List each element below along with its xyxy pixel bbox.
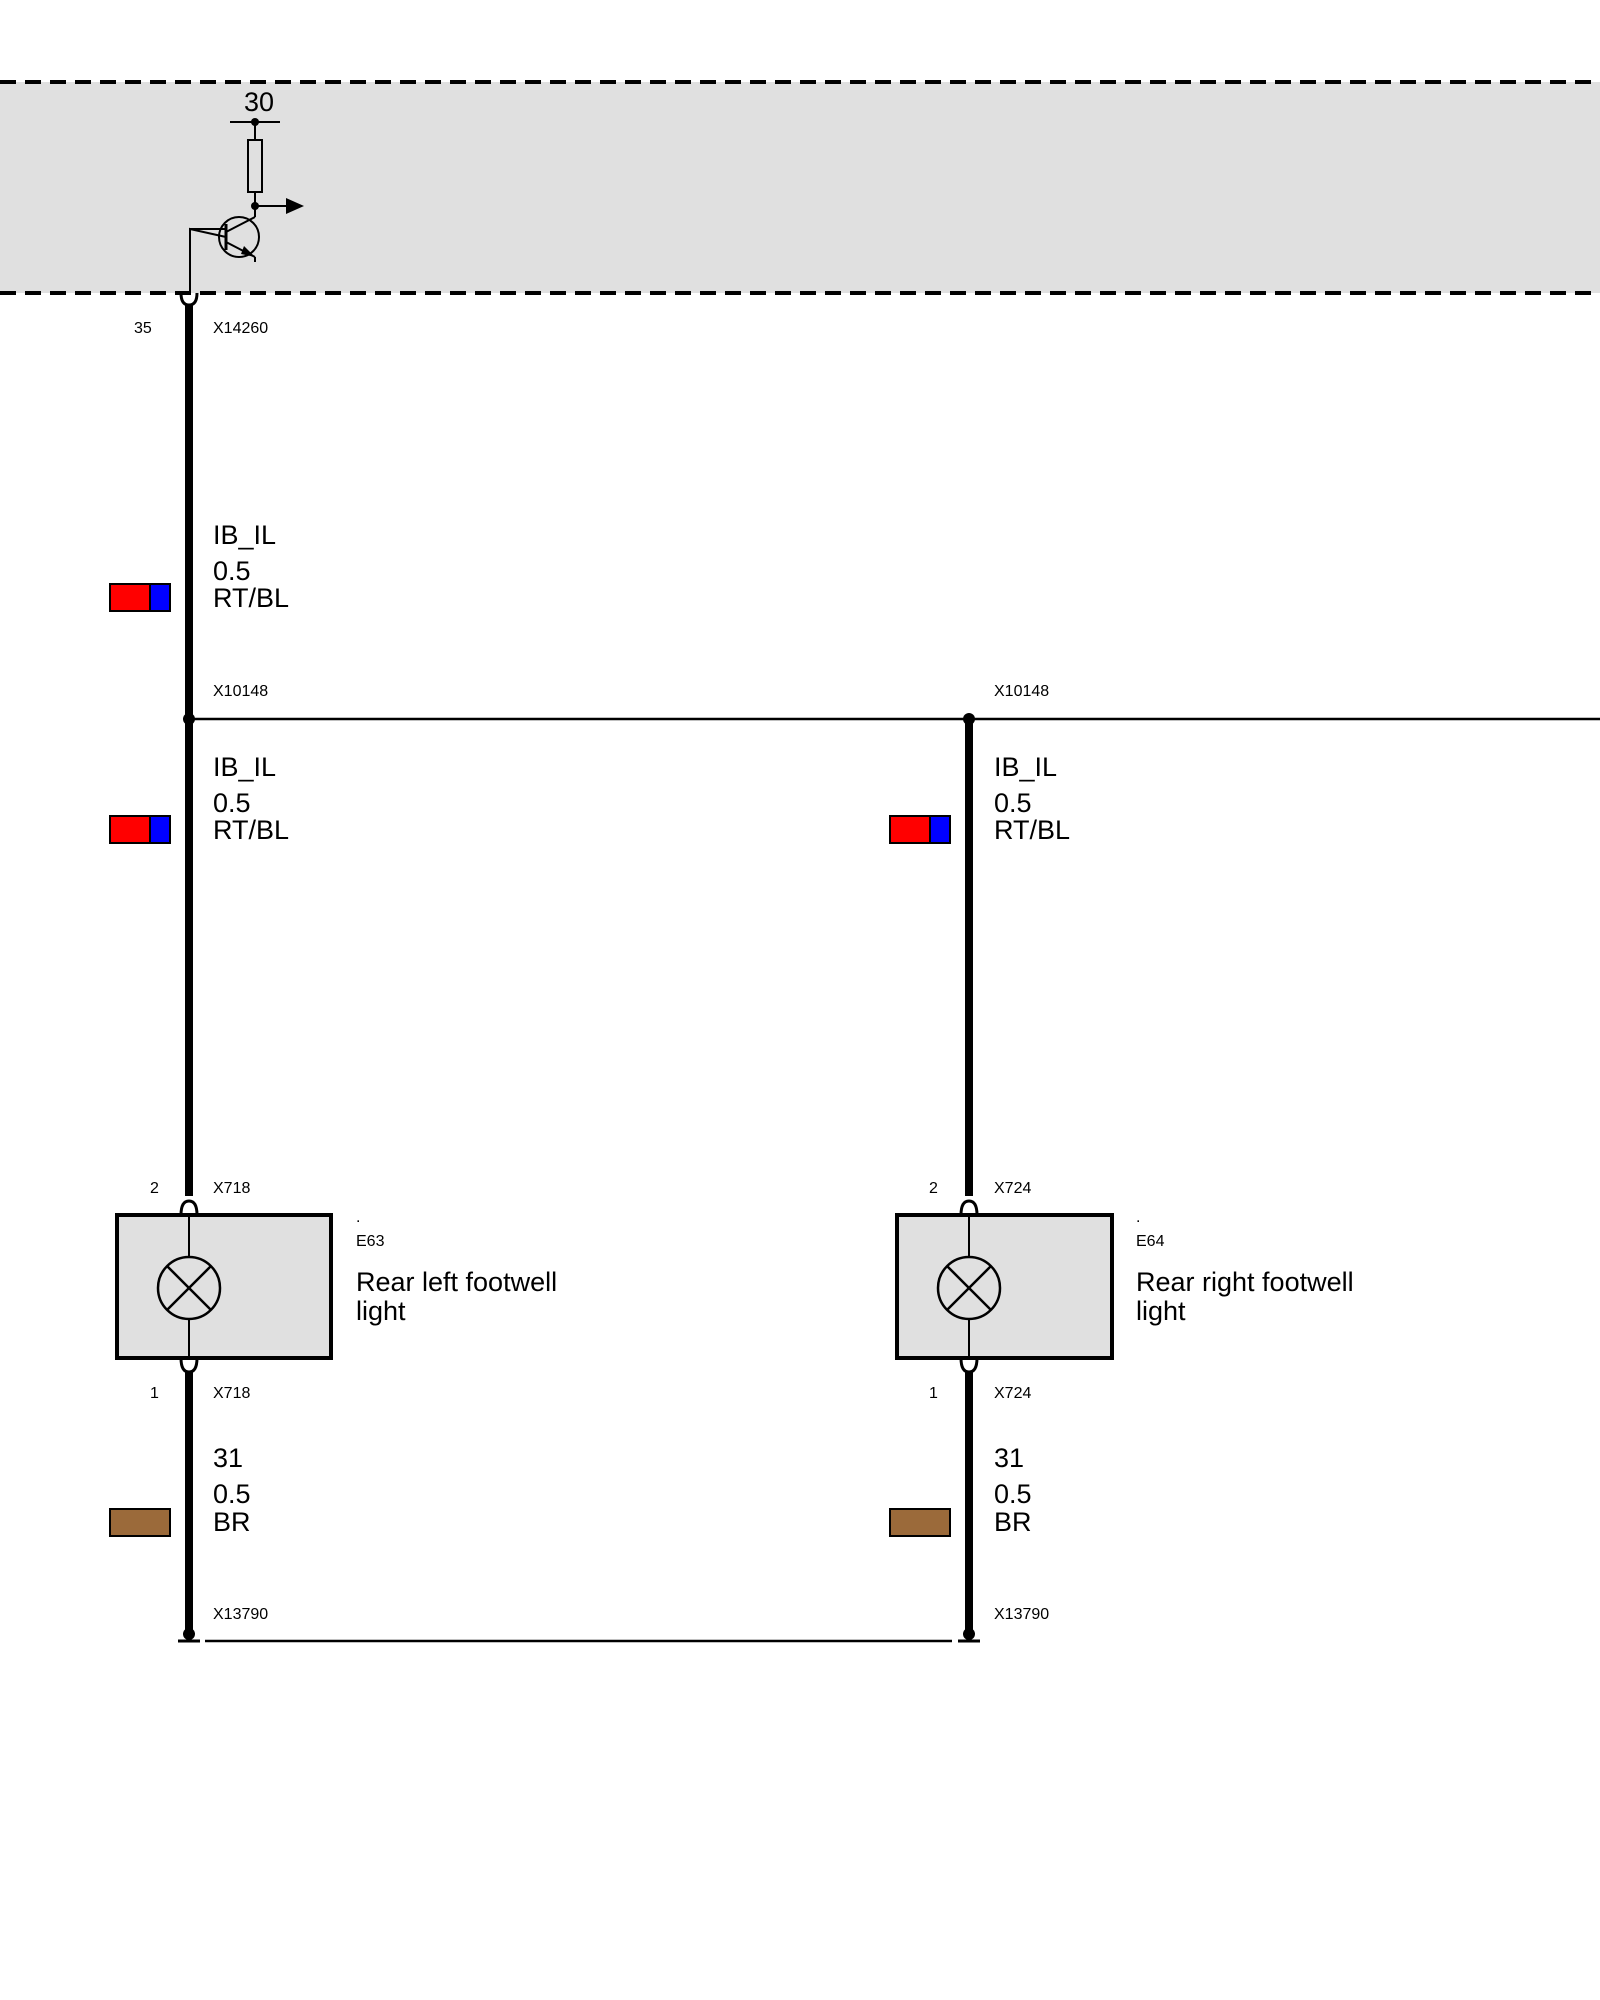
- branch-right: IB_IL 0.5 RT/BL 2 X724 . E64 Rear right …: [889, 719, 1354, 1643]
- branch-right-bottom-pin: 1: [929, 1385, 938, 1402]
- branch-left-bottom-connector: X718: [213, 1385, 250, 1402]
- splice-right-label: X10148: [994, 683, 1049, 700]
- branch-right-top-connector-symbol: [959, 1199, 979, 1216]
- branch-left-ground-size: 0.5: [213, 1479, 251, 1509]
- branch-left-component-id: E63: [356, 1233, 385, 1250]
- branch-right-component-dot: .: [1136, 1209, 1140, 1226]
- branch-right-ground-terminal-icon: [958, 1628, 980, 1643]
- branch-left-component-name-line1: Rear left footwell: [356, 1267, 557, 1297]
- branch-right-ground-connector: X13790: [994, 1606, 1049, 1623]
- branch-right-ground-signal: 31: [994, 1443, 1024, 1473]
- branch-right-component-name-line1: Rear right footwell: [1136, 1267, 1354, 1297]
- branch-left-wire-color-code: RT/BL: [213, 815, 289, 845]
- output-pin-number: 35: [134, 320, 152, 337]
- output-connector-label: X14260: [213, 320, 268, 337]
- branch-right-wire-color-code: RT/BL: [994, 815, 1070, 845]
- feed-wire-color-swatch: [109, 583, 171, 612]
- rear-left-footwell-light-box: [115, 1213, 333, 1360]
- branch-left-top-pin: 2: [150, 1180, 159, 1197]
- branch-left-top-connector: X718: [213, 1180, 250, 1197]
- rear-right-footwell-light-box: [895, 1213, 1114, 1360]
- control-module: 30: [0, 80, 1600, 295]
- feed-wire-color-code: RT/BL: [213, 583, 289, 613]
- branch-right-ground-size: 0.5: [994, 1479, 1032, 1509]
- feed-wire-size: 0.5: [213, 556, 251, 586]
- branch-right-component-name-line2: light: [1136, 1296, 1186, 1326]
- branch-left-component-dot: .: [356, 1209, 360, 1226]
- branch-left-component-name-line2: light: [356, 1296, 406, 1326]
- branch-left-top-connector-symbol: [179, 1199, 199, 1216]
- transistor-icon: [189, 206, 260, 293]
- branch-left-wire-color-swatch: [109, 815, 171, 844]
- branch-left-ground-connector: X13790: [213, 1606, 268, 1623]
- branch-left-wire-signal: IB_IL: [213, 752, 276, 782]
- branch-left-bottom-connector-symbol: [179, 1357, 199, 1374]
- branch-right-component-id: E64: [1136, 1233, 1165, 1250]
- branch-right-ground-color-code: BR: [994, 1507, 1032, 1537]
- branch-left-ground-signal: 31: [213, 1443, 243, 1473]
- branch-right-ground-color-swatch: [889, 1508, 951, 1537]
- branch-right-wire-size: 0.5: [994, 788, 1032, 818]
- branch-left: IB_IL 0.5 RT/BL 2 X718 . E63 Rear left f…: [109, 719, 557, 1643]
- branch-left-ground-color-swatch: [109, 1508, 171, 1537]
- control-module-background: [0, 82, 1600, 293]
- branch-left-bottom-pin: 1: [150, 1385, 159, 1402]
- branch-right-top-connector: X724: [994, 1180, 1031, 1197]
- terminal-30-label: 30: [244, 87, 274, 117]
- feed-wire-signal: IB_IL: [213, 520, 276, 550]
- branch-right-bottom-connector-symbol: [959, 1357, 979, 1374]
- branch-left-ground-terminal-icon: [178, 1628, 200, 1643]
- splice-left-label: X10148: [213, 683, 268, 700]
- branch-left-ground-color-code: BR: [213, 1507, 251, 1537]
- branch-right-bottom-connector: X724: [994, 1385, 1031, 1402]
- branch-right-wire-signal: IB_IL: [994, 752, 1057, 782]
- branch-left-wire-size: 0.5: [213, 788, 251, 818]
- branch-right-top-pin: 2: [929, 1180, 938, 1197]
- signal-output-arrow-icon: [286, 198, 304, 214]
- branch-right-wire-color-swatch: [889, 815, 951, 844]
